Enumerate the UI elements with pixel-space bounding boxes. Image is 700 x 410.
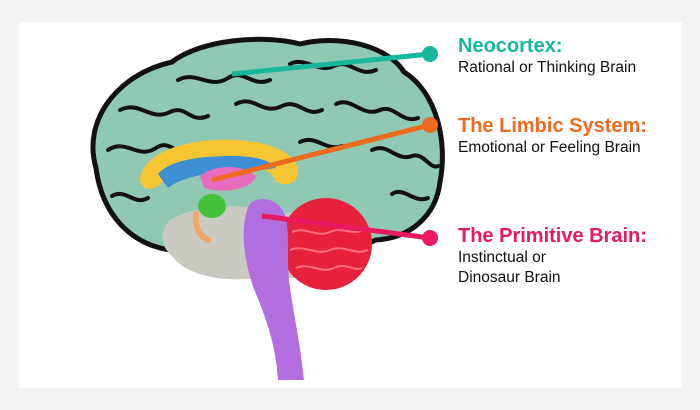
limbic-subtitle: Emotional or Feeling Brain xyxy=(458,139,641,156)
neocortex-subtitle: Rational or Thinking Brain xyxy=(458,59,637,76)
cerebellum xyxy=(280,198,372,290)
primitive-label: The Primitive Brain: Instinctual or Dino… xyxy=(458,224,647,288)
brainstem xyxy=(243,198,304,380)
neocortex-title: Neocortex: xyxy=(458,35,563,57)
primitive-title: The Primitive Brain: xyxy=(458,225,647,247)
pituitary xyxy=(192,211,211,243)
primitive-subtitle-line1: Instinctual or xyxy=(458,249,546,266)
amygdala xyxy=(198,194,226,218)
limbic-label: The Limbic System: Emotional or Feeling … xyxy=(458,114,647,158)
limbic-pointer xyxy=(211,117,438,183)
neocortex-pointer xyxy=(231,46,438,77)
limbic-title: The Limbic System: xyxy=(458,115,647,137)
primitive-pointer xyxy=(261,213,438,246)
neocortex-label: Neocortex: Rational or Thinking Brain xyxy=(458,34,636,78)
primitive-subtitle-line2: Dinosaur Brain xyxy=(458,269,561,286)
